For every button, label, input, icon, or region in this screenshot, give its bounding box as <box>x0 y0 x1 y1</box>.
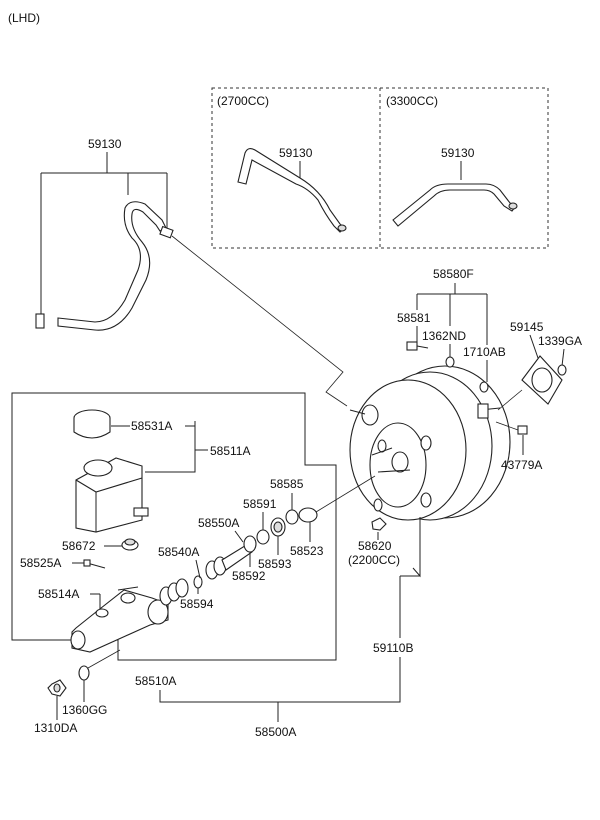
part-label-59130-main: 59130 <box>88 137 122 151</box>
part-label-58585: 58585 <box>270 477 304 491</box>
gasket-59145-group: 59145 1339GA 43779A <box>495 320 582 472</box>
part-label-58514a: 58514A <box>38 587 79 601</box>
master-cylinder-panel: 58531A 58511A 58672 58525A 58514A <box>11 392 376 661</box>
part-label-58525a: 58525A <box>20 556 61 570</box>
part-label-58550a: 58550A <box>198 516 239 530</box>
part-label-1710ab: 1710AB <box>463 345 506 359</box>
part-label-58523: 58523 <box>290 544 324 558</box>
brake-booster <box>349 365 511 521</box>
part-label-58593: 58593 <box>258 557 292 571</box>
nut-washer-group: 1360GG 1310DA <box>34 649 121 735</box>
part-label-59110b: 59110B <box>373 641 413 655</box>
part-label-1360gg: 1360GG <box>62 703 107 717</box>
part-label-58500a: 58500A <box>255 725 296 739</box>
assembly-58500a: 58500A <box>159 657 401 739</box>
part-label-58511a: 58511A <box>210 444 250 458</box>
part-label-59130-2700: 59130 <box>279 146 313 160</box>
part-label-58592: 58592 <box>232 569 266 583</box>
part-label-58594: 58594 <box>180 597 214 611</box>
part-label-59145: 59145 <box>510 320 544 334</box>
part-label-58591: 58591 <box>243 497 277 511</box>
piston-assembly <box>159 475 376 606</box>
variant-box: (2700CC) (3300CC) 59130 59130 <box>211 87 549 249</box>
part-label-58581: 58581 <box>397 311 431 325</box>
booster-nut-group: 58620 (2200CC) <box>348 517 421 578</box>
variant-label-2700cc: (2700CC) <box>217 94 269 108</box>
part-label-58672: 58672 <box>62 539 96 553</box>
part-label-58580f: 58580F <box>433 267 474 281</box>
part-label-1339ga: 1339GA <box>538 334 582 348</box>
part-label-43779a: 43779A <box>501 458 542 472</box>
variant-label-3300cc: (3300CC) <box>386 94 438 108</box>
variant-label-lhd: (LHD) <box>8 11 40 25</box>
part-label-58510a: 58510A <box>135 674 176 688</box>
vacuum-check-valve-group: 58580F 58581 1362ND 1710AB <box>397 267 506 393</box>
part-label-59130-3300: 59130 <box>441 146 475 160</box>
variant-label-2200cc: (2200CC) <box>348 553 400 567</box>
part-label-58540a: 58540A <box>158 545 199 559</box>
vacuum-hose-main: 59130 <box>35 137 174 331</box>
part-label-1362nd: 1362ND <box>422 329 466 343</box>
part-label-58620: 58620 <box>358 539 392 553</box>
part-label-58531a: 58531A <box>131 419 172 433</box>
part-label-1310da: 1310DA <box>34 721 77 735</box>
